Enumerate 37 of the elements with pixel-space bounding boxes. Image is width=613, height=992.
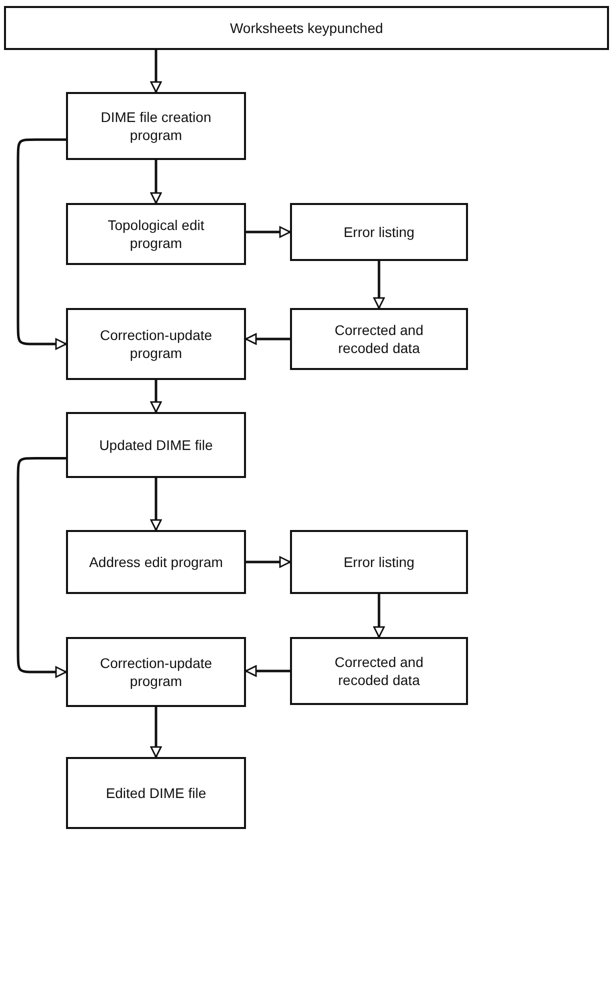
process-box (66, 412, 246, 478)
arrow (150, 707, 162, 758)
box-label: DIME file creation program (100, 108, 212, 144)
process-box (66, 92, 246, 160)
process-box (290, 308, 468, 370)
box-label: Correction-update program (98, 654, 214, 690)
process-box (290, 637, 468, 705)
box-label: Error listing (344, 222, 414, 242)
box-label: Address edit program (89, 552, 223, 572)
arrow (150, 160, 162, 204)
arrow (373, 594, 385, 638)
arrow (245, 665, 290, 677)
box-label: Correction-update program (98, 326, 214, 362)
arrow (373, 261, 385, 309)
process-box (66, 530, 246, 594)
process-box (290, 203, 468, 261)
arrow (16, 138, 67, 350)
process-box (290, 530, 468, 594)
box-label: Updated DIME file (99, 436, 213, 454)
process-box (66, 637, 246, 707)
box-label: Worksheets keypunched (230, 18, 384, 38)
arrow (246, 556, 291, 568)
arrow (150, 478, 162, 531)
box-label: Corrected and recoded data (334, 320, 424, 358)
arrow (246, 226, 291, 238)
process-box (66, 308, 246, 380)
process-box (66, 757, 246, 829)
arrow (16, 456, 67, 678)
input-box (4, 6, 609, 50)
box-label: Error listing (344, 552, 414, 572)
box-label: Corrected and recoded data (334, 652, 424, 690)
process-box (66, 203, 246, 265)
box-label: Topological edit program (106, 216, 206, 252)
arrow (150, 50, 162, 93)
box-label: Edited DIME file (106, 784, 206, 802)
arrow (150, 380, 162, 413)
arrow (245, 333, 290, 345)
